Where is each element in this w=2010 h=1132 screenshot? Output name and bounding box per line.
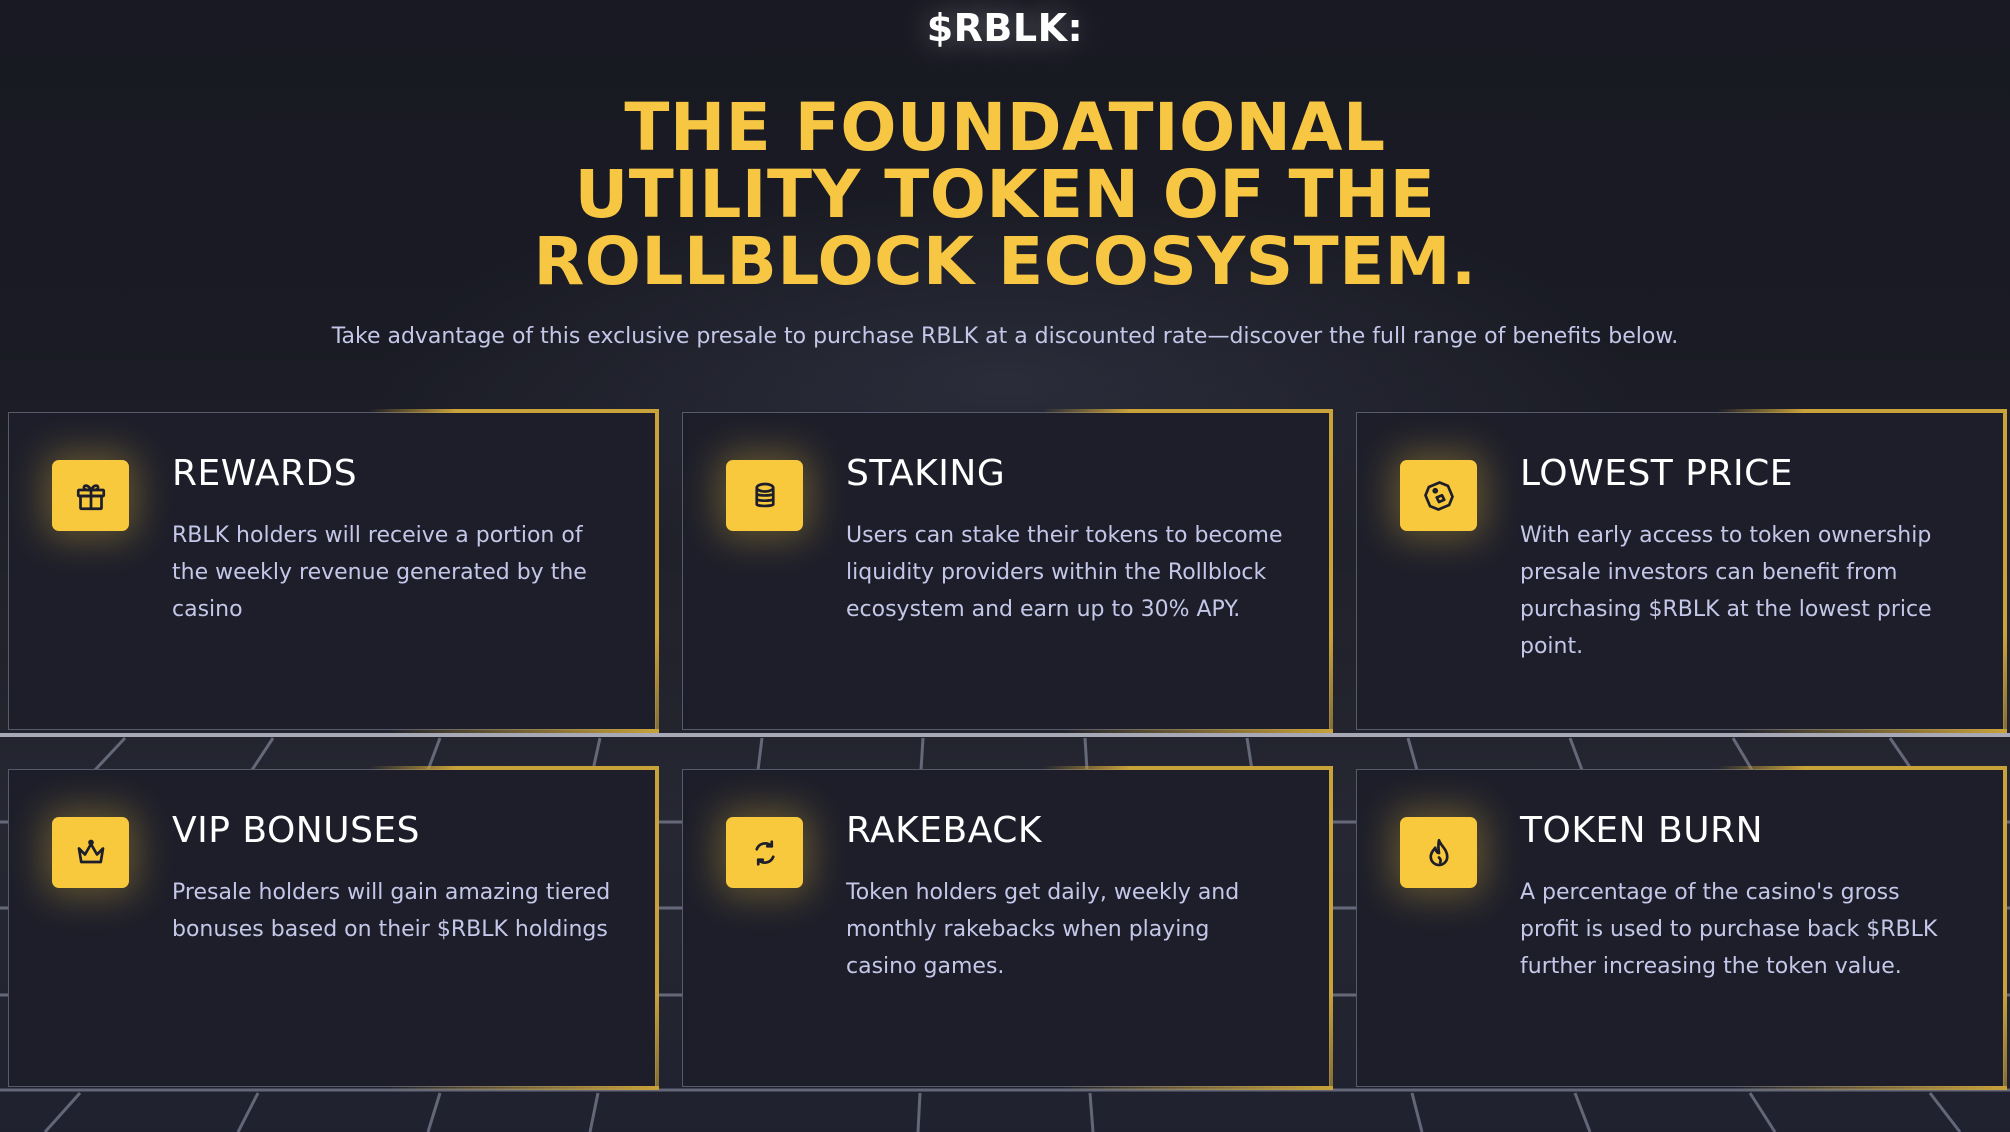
flame-icon [1400,817,1477,888]
card-glow-border [1737,729,2007,733]
benefit-card-token-burn: TOKEN BURN A percentage of the casino's … [1356,766,2007,1090]
price-tag-icon [1400,460,1477,531]
page-title: THE FOUNDATIONAL UTILITY TOKEN OF THE RO… [533,89,1477,300]
card-description: RBLK holders will receive a portion of t… [172,523,587,622]
card-description: Users can stake their tokens to become l… [846,523,1283,622]
card-glow-border [1737,1086,2007,1090]
card-title: LOWEST PRICE [1520,453,1793,494]
benefit-card-rakeback: RAKEBACK Token holders get daily, weekly… [682,766,1333,1090]
card-title: TOKEN BURN [1520,810,1764,851]
card-glow-border [1063,729,1333,733]
card-glow-border [1063,1086,1333,1090]
gift-icon [52,460,129,531]
card-description: Presale holders will gain amazing tiered… [172,880,611,942]
card-title: RAKEBACK [846,810,1042,851]
card-title: REWARDS [172,453,358,494]
page-subtitle: Take advantage of this exclusive presale… [331,324,1679,349]
card-title: VIP BONUSES [172,810,421,851]
card-description: A percentage of the casino's gross profi… [1520,880,1938,979]
benefit-card-rewards: REWARDS RBLK holders will receive a port… [8,409,659,733]
benefit-card-staking: STAKING Users can stake their tokens to … [682,409,1333,733]
crown-icon [52,817,129,888]
benefit-card-vip-bonuses: VIP BONUSES Presale holders will gain am… [8,766,659,1090]
refresh-icon [726,817,803,888]
token-ticker-label: $RBLK: [926,6,1084,50]
benefit-card-lowest-price: LOWEST PRICE With early access to token … [1356,409,2007,733]
card-description: Token holders get daily, weekly and mont… [846,880,1240,979]
card-description: With early access to token ownership pre… [1520,523,1932,659]
coins-icon [726,460,803,531]
card-glow-border [389,729,659,733]
card-glow-border [389,1086,659,1090]
card-title: STAKING [846,453,1006,494]
